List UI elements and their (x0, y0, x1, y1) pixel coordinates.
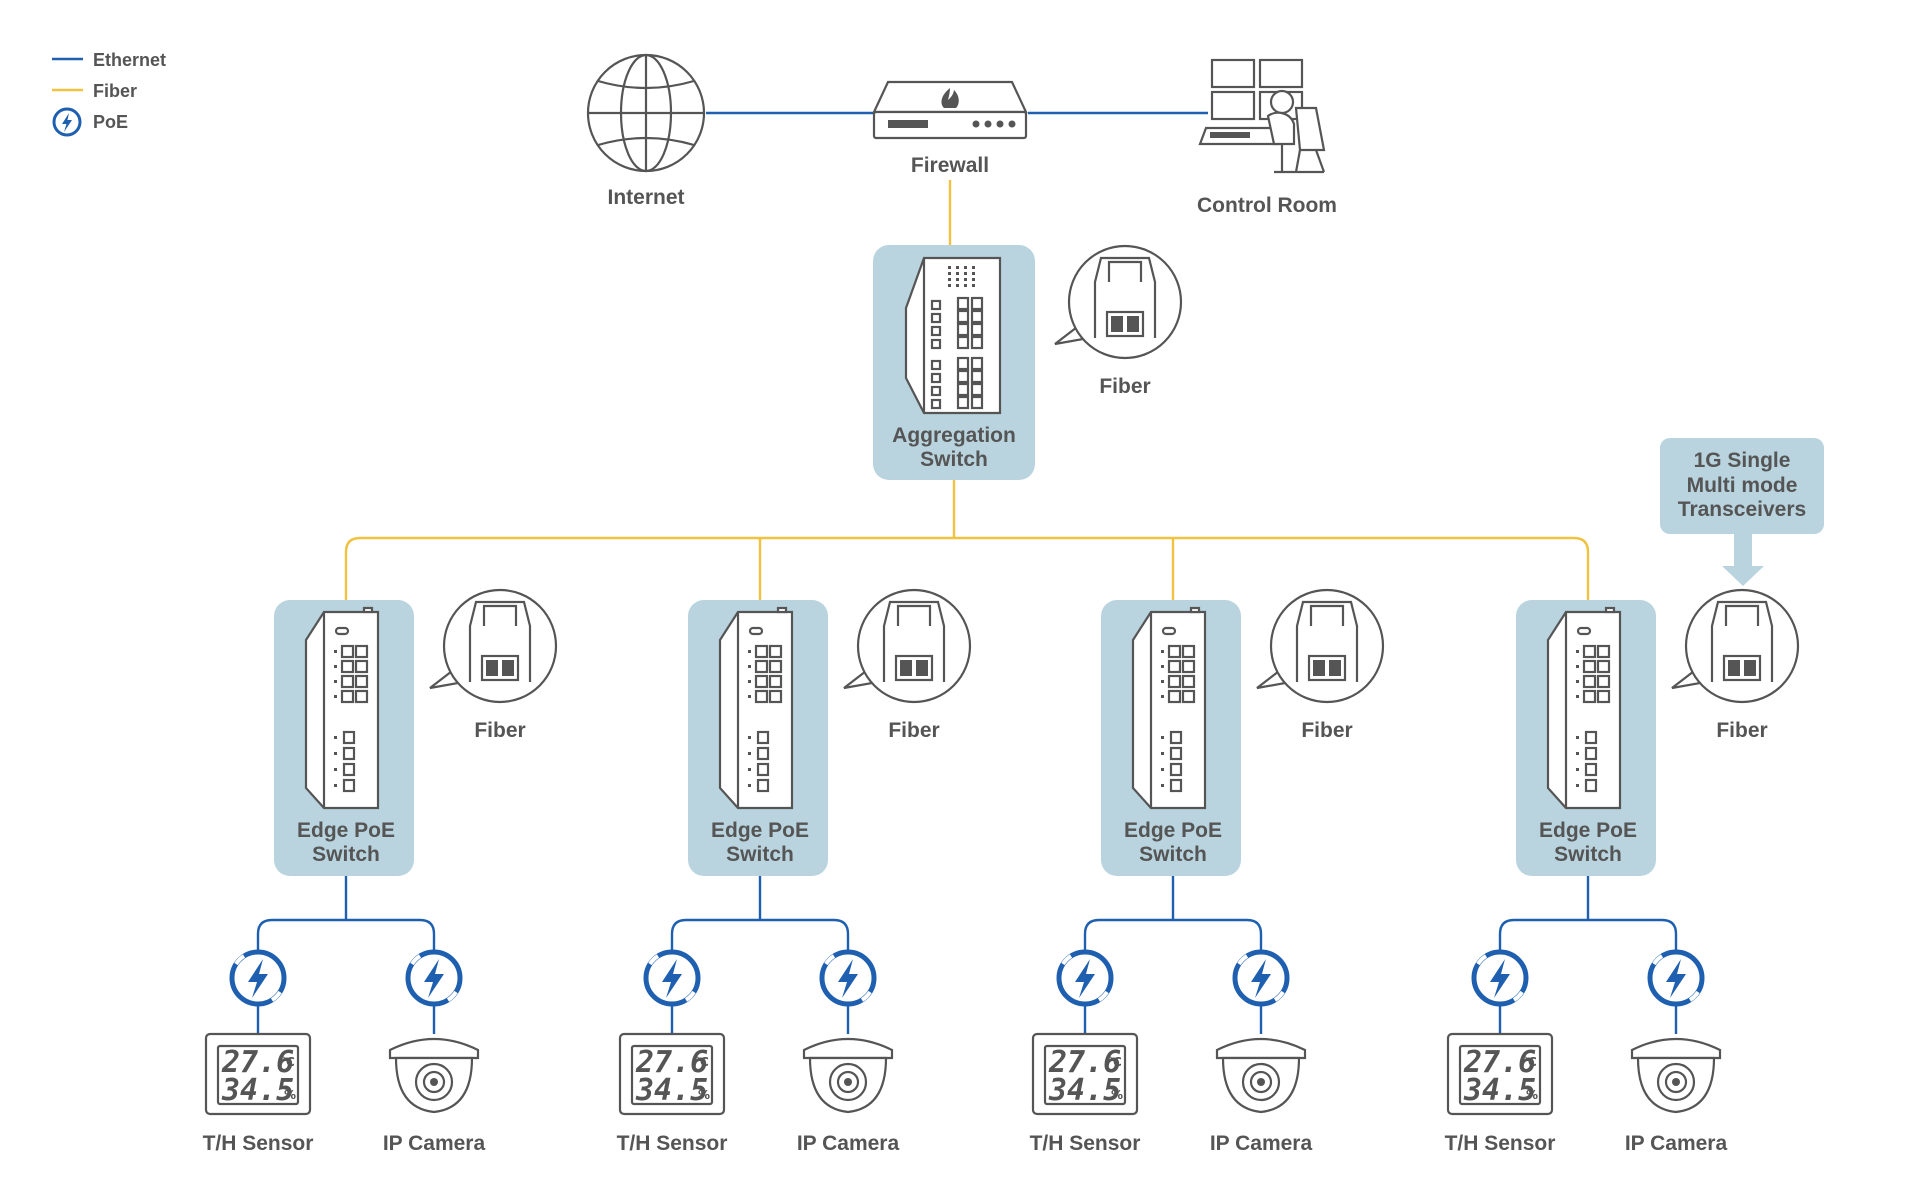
aggregation-switch-icon (904, 256, 1002, 415)
edge-ethernet-links (670, 876, 850, 1034)
sensor-temperature: 27.6 (1048, 1045, 1121, 1080)
sensor-temperature: 27.6 (221, 1045, 294, 1080)
edge-switch-icon (304, 606, 380, 810)
poe-icon (405, 949, 463, 1007)
legend-fiber-label: Fiber (93, 81, 137, 101)
dome-camera-icon (1215, 1037, 1307, 1114)
legend-ethernet-label: Ethernet (93, 50, 166, 70)
firewall-icon (872, 80, 1028, 140)
edge-switch-icon (718, 606, 794, 810)
callout-line3: Transceivers (1678, 498, 1806, 521)
edge-switch-label-line2: Switch (1554, 843, 1622, 866)
fiber-transceiver-icon (843, 588, 972, 704)
sensor-humidity-unit: % (698, 1088, 710, 1102)
fiber-transceiver-icon (1256, 588, 1385, 704)
fiber-bus (344, 480, 1590, 600)
edge-switch-icon (1131, 606, 1207, 810)
ip-camera-label: IP Camera (797, 1132, 900, 1155)
sensor-humidity-unit: % (1526, 1088, 1538, 1102)
poe-icon (1471, 949, 1529, 1007)
poe-icon (819, 949, 877, 1007)
fiber-transceiver-icon (429, 588, 558, 704)
edge-switch-label-line1: Edge PoE (1124, 819, 1222, 842)
sensor-humidity-unit: % (284, 1088, 296, 1102)
internet-label: Internet (607, 186, 684, 209)
globe-icon (586, 53, 706, 173)
aggregation-ports (930, 266, 984, 410)
sensor-temperature: 27.6 (635, 1045, 708, 1080)
aggregation-fiber-bubble (1054, 244, 1183, 360)
edge-switch-label-line2: Switch (726, 843, 794, 866)
sensor-temperature-unit: °C (694, 1055, 709, 1069)
ip-camera-label: IP Camera (383, 1132, 486, 1155)
th-sensor-icon: 27.6°C 34.5% (1446, 1032, 1554, 1116)
edge-switch-label-line1: Edge PoE (297, 819, 395, 842)
th-sensor-icon: 27.6°C 34.5% (204, 1032, 312, 1116)
dome-camera-icon (388, 1037, 480, 1114)
legend-poe-icon (52, 107, 82, 137)
edge-fiber-label: Fiber (888, 719, 939, 742)
poe-icon (229, 949, 287, 1007)
sensor-temperature-unit: °C (1107, 1055, 1122, 1069)
sensor-humidity: 34.5 (1463, 1073, 1536, 1108)
edge-ethernet-links (1498, 876, 1678, 1034)
edge-fiber-label: Fiber (1301, 719, 1352, 742)
edge-switch-label-line2: Switch (312, 843, 380, 866)
aggregation-label-line2: Switch (920, 448, 988, 471)
poe-icon (1232, 949, 1290, 1007)
th-sensor-icon: 27.6°C 34.5% (618, 1032, 726, 1116)
poe-icon (643, 949, 701, 1007)
control-room-icon (1198, 58, 1326, 174)
aggregation-fiber-label: Fiber (1099, 375, 1150, 398)
sensor-humidity: 34.5 (221, 1073, 294, 1108)
th-sensor-label: T/H Sensor (1445, 1132, 1556, 1155)
edge-switch-label-line1: Edge PoE (1539, 819, 1637, 842)
sensor-temperature-unit: °C (1522, 1055, 1537, 1069)
firewall-label: Firewall (911, 154, 989, 177)
fiber-transceiver-icon (1671, 588, 1800, 704)
poe-icon (1056, 949, 1114, 1007)
control-room-label: Control Room (1197, 194, 1337, 217)
dome-camera-icon (802, 1037, 894, 1114)
sensor-temperature: 27.6 (1463, 1045, 1536, 1080)
edge-ethernet-links (256, 876, 436, 1034)
poe-icon (1647, 949, 1705, 1007)
transceiver-callout: 1G Single Multi mode Transceivers (1660, 438, 1824, 586)
edge-ethernet-links (1083, 876, 1263, 1034)
aggregation-label-line1: Aggregation (892, 424, 1016, 447)
callout-line2: Multi mode (1687, 474, 1798, 497)
edge-switch-label-line1: Edge PoE (711, 819, 809, 842)
legend: Ethernet Fiber PoE (52, 50, 166, 137)
sensor-humidity-unit: % (1111, 1088, 1123, 1102)
top-links (706, 111, 1208, 245)
aggregation-switch-panel: Aggregation Switch (873, 245, 1035, 480)
edge-fiber-label: Fiber (1716, 719, 1767, 742)
edge-switch-icon (1546, 606, 1622, 810)
sensor-humidity: 34.5 (1048, 1073, 1121, 1108)
callout-box (1660, 438, 1824, 534)
ip-camera-label: IP Camera (1625, 1132, 1728, 1155)
sensor-humidity: 34.5 (635, 1073, 708, 1108)
callout-arrow-icon (1722, 534, 1764, 586)
fiber-bus-line (344, 536, 1590, 600)
th-sensor-label: T/H Sensor (1030, 1132, 1141, 1155)
dome-camera-icon (1630, 1037, 1722, 1114)
ip-camera-label: IP Camera (1210, 1132, 1313, 1155)
legend-poe-label: PoE (93, 112, 128, 132)
th-sensor-label: T/H Sensor (617, 1132, 728, 1155)
sensor-temperature-unit: °C (280, 1055, 295, 1069)
edge-fiber-label: Fiber (474, 719, 525, 742)
callout-line1: 1G Single (1694, 449, 1791, 472)
edge-switch-label-line2: Switch (1139, 843, 1207, 866)
th-sensor-icon: 27.6°C 34.5% (1031, 1032, 1139, 1116)
th-sensor-label: T/H Sensor (203, 1132, 314, 1155)
